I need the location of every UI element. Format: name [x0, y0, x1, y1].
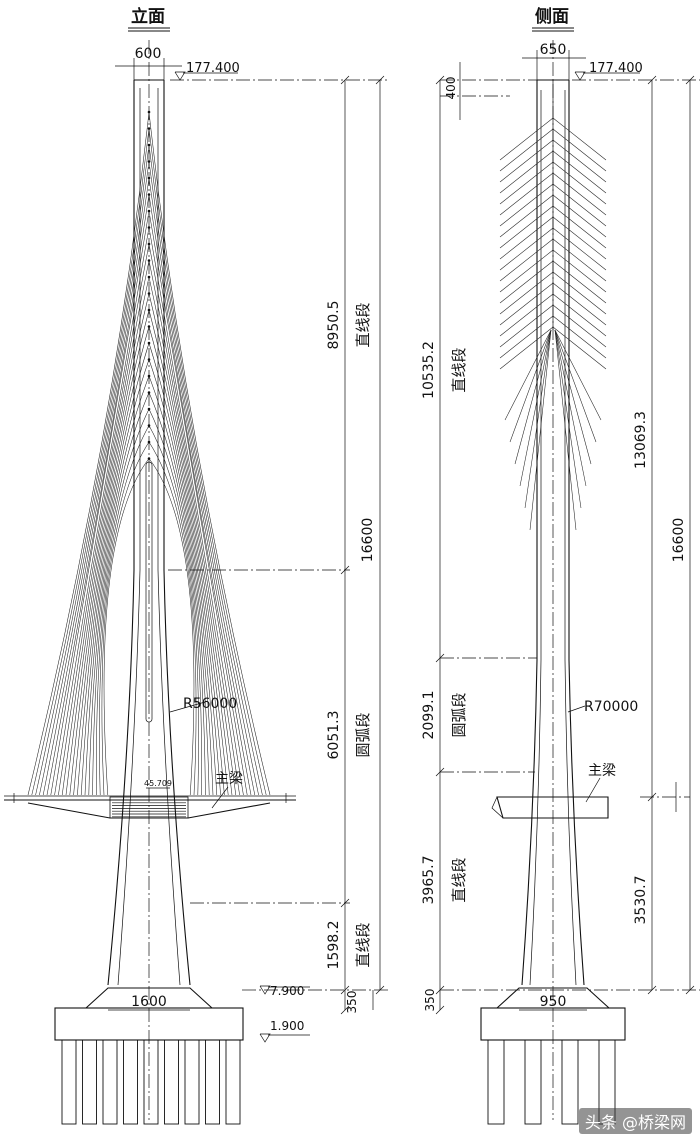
- side-pylon: [521, 40, 585, 1120]
- side-seg-arc: 圆弧段: [450, 692, 468, 737]
- front-dim-base: 350: [345, 991, 359, 1014]
- side-radius-label: R70000: [584, 699, 638, 715]
- side-dimensions: 10535.2 2099.1 3965.7 直线段 圆弧段 直线段 13069.…: [421, 75, 695, 1015]
- front-base-width-label: 1600: [131, 994, 167, 1010]
- side-dim-upper: 10535.2: [421, 341, 437, 399]
- side-stay-cables: [499, 117, 607, 531]
- side-girder-label: 主梁: [588, 763, 616, 779]
- front-dim-lower: 1598.2: [326, 921, 342, 970]
- side-pylon-base: 950: [480, 987, 626, 1125]
- front-dim-total: 16600: [360, 518, 376, 563]
- front-seg-straight-lower: 直线段: [354, 922, 372, 967]
- front-dim-upper: 8950.5: [326, 301, 342, 350]
- side-pile-group: [487, 1039, 616, 1125]
- front-view: 立面 600 177.400: [4, 6, 390, 1125]
- front-seg-straight-upper: 直线段: [354, 302, 372, 347]
- side-base-width-label: 950: [540, 994, 567, 1010]
- front-main-girder: 45.709 主梁: [4, 771, 296, 819]
- side-top-elev-label: 177.400: [589, 61, 643, 76]
- front-cap-bottom-elev: 1.900: [270, 1019, 304, 1033]
- front-pile-group: [61, 1039, 241, 1125]
- front-dim-arc: 6051.3: [326, 711, 342, 760]
- front-seg-arc: 圆弧段: [354, 712, 372, 757]
- front-view-title: 立面: [131, 6, 165, 27]
- watermark: 头条 @桥梁网: [578, 1108, 692, 1134]
- front-pylon: [107, 40, 191, 1120]
- side-seg-straight-upper: 直线段: [450, 347, 468, 392]
- front-top-width-label: 600: [135, 46, 162, 62]
- front-girder-elev-label: 45.709: [144, 779, 172, 788]
- side-dim-arc: 2099.1: [421, 691, 437, 740]
- front-girder-label: 主梁: [215, 771, 243, 787]
- side-dim-lower: 3965.7: [421, 856, 437, 905]
- side-view: 侧面 650 177.400 400 主梁: [421, 6, 700, 1125]
- front-cap-top-elev: 7.900: [270, 984, 304, 998]
- side-seg-straight-lower: 直线段: [450, 857, 468, 902]
- front-dimensions: 8950.5 6051.3 1598.2 16600 直线段 圆弧段 直线段 3…: [326, 75, 385, 1015]
- side-dim-base: 350: [423, 989, 437, 1012]
- front-cable-anchors: [147, 110, 151, 460]
- side-dim-cable: 13069.3: [633, 411, 649, 469]
- side-view-title: 侧面: [535, 6, 569, 27]
- front-radius-label: R56000: [183, 696, 237, 712]
- side-dim-total: 16600: [671, 518, 687, 563]
- side-main-girder: 主梁: [491, 763, 690, 819]
- side-dim-below-girder: 3530.7: [633, 876, 649, 925]
- front-pylon-base: 1600 7.900 1.900: [54, 984, 310, 1125]
- front-top-elev-label: 177.400: [186, 61, 240, 76]
- side-top-offset: 400: [444, 77, 458, 100]
